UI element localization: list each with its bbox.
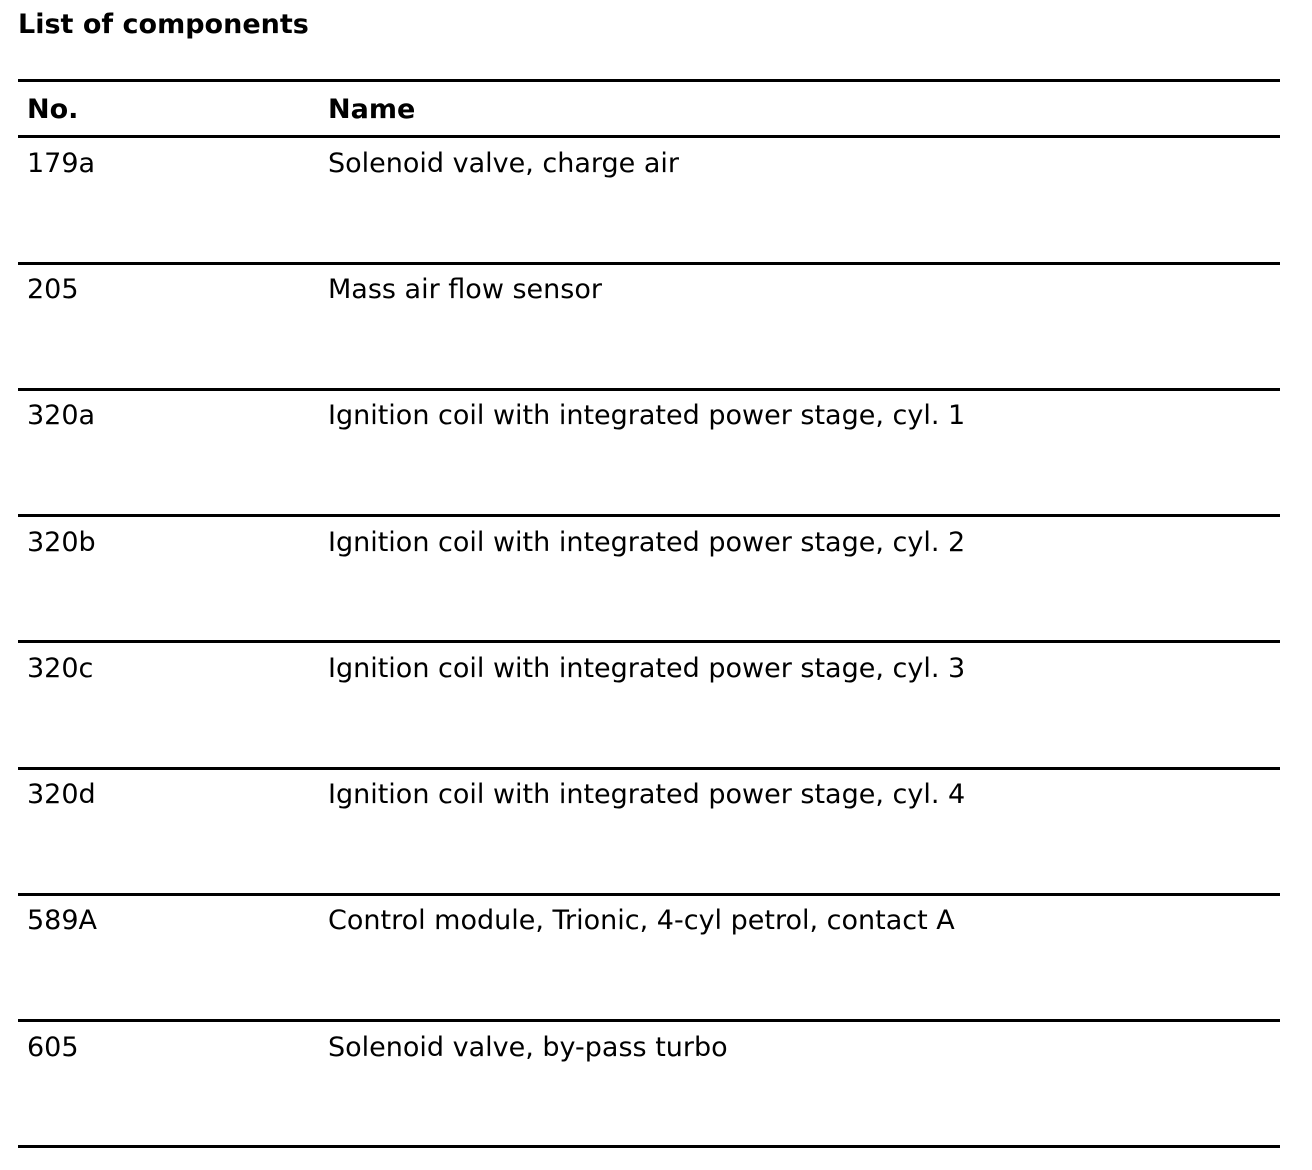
component-name: Solenoid valve, charge air [328,148,680,179]
component-number: 320d [27,779,96,810]
page-title: List of components [18,9,309,40]
component-number: 320a [27,400,96,431]
column-header-name: Name [328,94,416,125]
row-divider [18,1019,1280,1022]
row-divider [18,262,1280,265]
component-name: Ignition coil with integrated power stag… [328,779,966,810]
component-name: Ignition coil with integrated power stag… [328,527,966,558]
component-name: Ignition coil with integrated power stag… [328,400,966,431]
component-number: 589A [27,905,98,936]
component-number: 320b [27,527,96,558]
row-divider [18,893,1280,896]
table-bottom-rule [18,1145,1280,1148]
table-header-rule [18,135,1280,138]
component-number: 605 [27,1032,79,1063]
row-divider [18,514,1280,517]
component-number: 320c [27,653,94,684]
row-divider [18,767,1280,770]
component-name: Mass air flow sensor [328,274,602,305]
component-number: 205 [27,274,79,305]
row-divider [18,640,1280,643]
component-name: Ignition coil with integrated power stag… [328,653,966,684]
table-top-rule [18,79,1280,82]
component-number: 179a [27,148,96,179]
row-divider [18,388,1280,391]
column-header-number: No. [27,94,79,125]
component-name: Control module, Trionic, 4-cyl petrol, c… [328,905,955,936]
component-name: Solenoid valve, by-pass turbo [328,1032,728,1063]
